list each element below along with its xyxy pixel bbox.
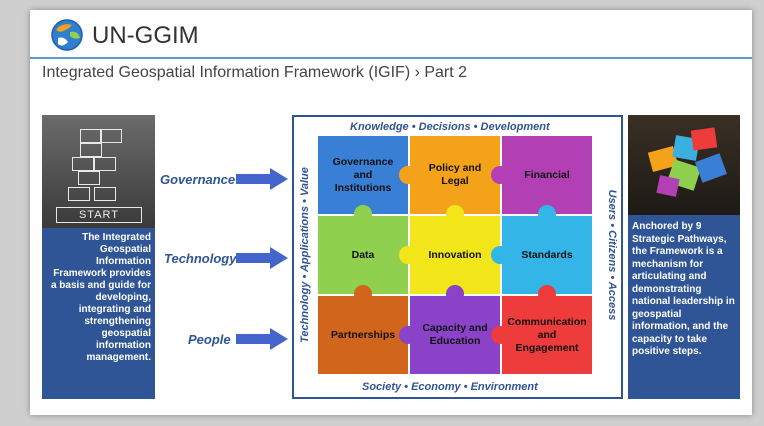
hop-square bbox=[68, 187, 90, 201]
hop-square bbox=[80, 129, 102, 143]
puzzle-connector bbox=[399, 326, 417, 344]
puzzle-connector bbox=[399, 246, 417, 264]
arrow-right-icon bbox=[236, 168, 288, 190]
puzzle-photo bbox=[628, 115, 740, 215]
frame-left-text: Technology • Applications • Value bbox=[299, 167, 311, 343]
pathway-label: Innovation bbox=[428, 248, 482, 261]
pathway-label: Governance and Institutions bbox=[332, 155, 394, 194]
pathway-label: Policy and Legal bbox=[428, 162, 482, 187]
start-label: START bbox=[56, 207, 142, 223]
puzzle-connector bbox=[446, 285, 464, 303]
hop-square bbox=[80, 143, 102, 157]
left-description: The Integrated Geospatial Information Fr… bbox=[50, 232, 151, 363]
pathway-tile: Capacity and Education bbox=[410, 296, 500, 374]
row-label-people: People bbox=[188, 332, 231, 347]
puzzle-connector bbox=[491, 246, 509, 264]
pathway-tile: Communication and Engagement bbox=[502, 296, 592, 374]
puzzle-connector bbox=[399, 166, 417, 184]
puzzle-pieces-icon bbox=[647, 127, 727, 197]
puzzle-connector bbox=[446, 205, 464, 223]
right-description: Anchored by 9 Strategic Pathways, the Fr… bbox=[632, 221, 735, 357]
arrow-right-icon bbox=[236, 247, 288, 269]
brand-title: UN-GGIM bbox=[92, 22, 199, 49]
hop-square bbox=[72, 157, 94, 171]
pathway-label: Standards bbox=[521, 248, 573, 261]
right-panel: Anchored by 9 Strategic Pathways, the Fr… bbox=[628, 115, 740, 399]
left-panel: START The Integrated Geospatial Informat… bbox=[42, 115, 155, 399]
frame-top-text: Knowledge • Decisions • Development bbox=[350, 121, 550, 133]
pathway-tile: Innovation bbox=[410, 216, 500, 294]
frame-right-text: Users • Citizens • Access bbox=[606, 189, 618, 321]
puzzle-connector bbox=[491, 326, 509, 344]
pathway-label: Data bbox=[351, 248, 375, 261]
pathway-label: Communication and Engagement bbox=[507, 315, 587, 354]
hop-square bbox=[94, 187, 116, 201]
breadcrumb: Integrated Geospatial Information Framew… bbox=[42, 64, 468, 81]
puzzle-connector bbox=[538, 205, 556, 223]
row-label-governance: Governance bbox=[160, 172, 236, 187]
pathway-label: Partnerships bbox=[330, 328, 396, 341]
row-label-technology: Technology bbox=[164, 251, 237, 266]
puzzle-connector bbox=[538, 285, 556, 303]
hopscotch-photo: START bbox=[42, 115, 155, 228]
hop-square bbox=[100, 129, 122, 143]
slide: UN-GGIM Integrated Geospatial Informatio… bbox=[30, 10, 752, 415]
frame-bottom-text: Society • Economy • Environment bbox=[362, 381, 538, 393]
hop-square bbox=[94, 157, 116, 171]
pathway-tile: Data bbox=[318, 216, 408, 294]
pathway-tile: Governance and Institutions bbox=[318, 136, 408, 214]
arrow-right-icon bbox=[236, 328, 288, 350]
hop-square bbox=[78, 171, 100, 185]
pathway-tile: Partnerships bbox=[318, 296, 408, 374]
header: UN-GGIM bbox=[30, 10, 752, 59]
pathway-tile: Policy and Legal bbox=[410, 136, 500, 214]
pathway-label: Capacity and Education bbox=[422, 322, 488, 347]
puzzle-connector bbox=[491, 166, 509, 184]
framework-frame: Knowledge • Decisions • Development Soci… bbox=[292, 115, 623, 399]
puzzle-connector bbox=[354, 285, 372, 303]
pathway-label: Financial bbox=[524, 168, 570, 181]
puzzle-connector bbox=[354, 205, 372, 223]
un-ggim-globe-icon bbox=[51, 19, 83, 51]
pathway-tile: Standards bbox=[502, 216, 592, 294]
pathway-tile: Financial bbox=[502, 136, 592, 214]
header-rule bbox=[30, 57, 752, 59]
